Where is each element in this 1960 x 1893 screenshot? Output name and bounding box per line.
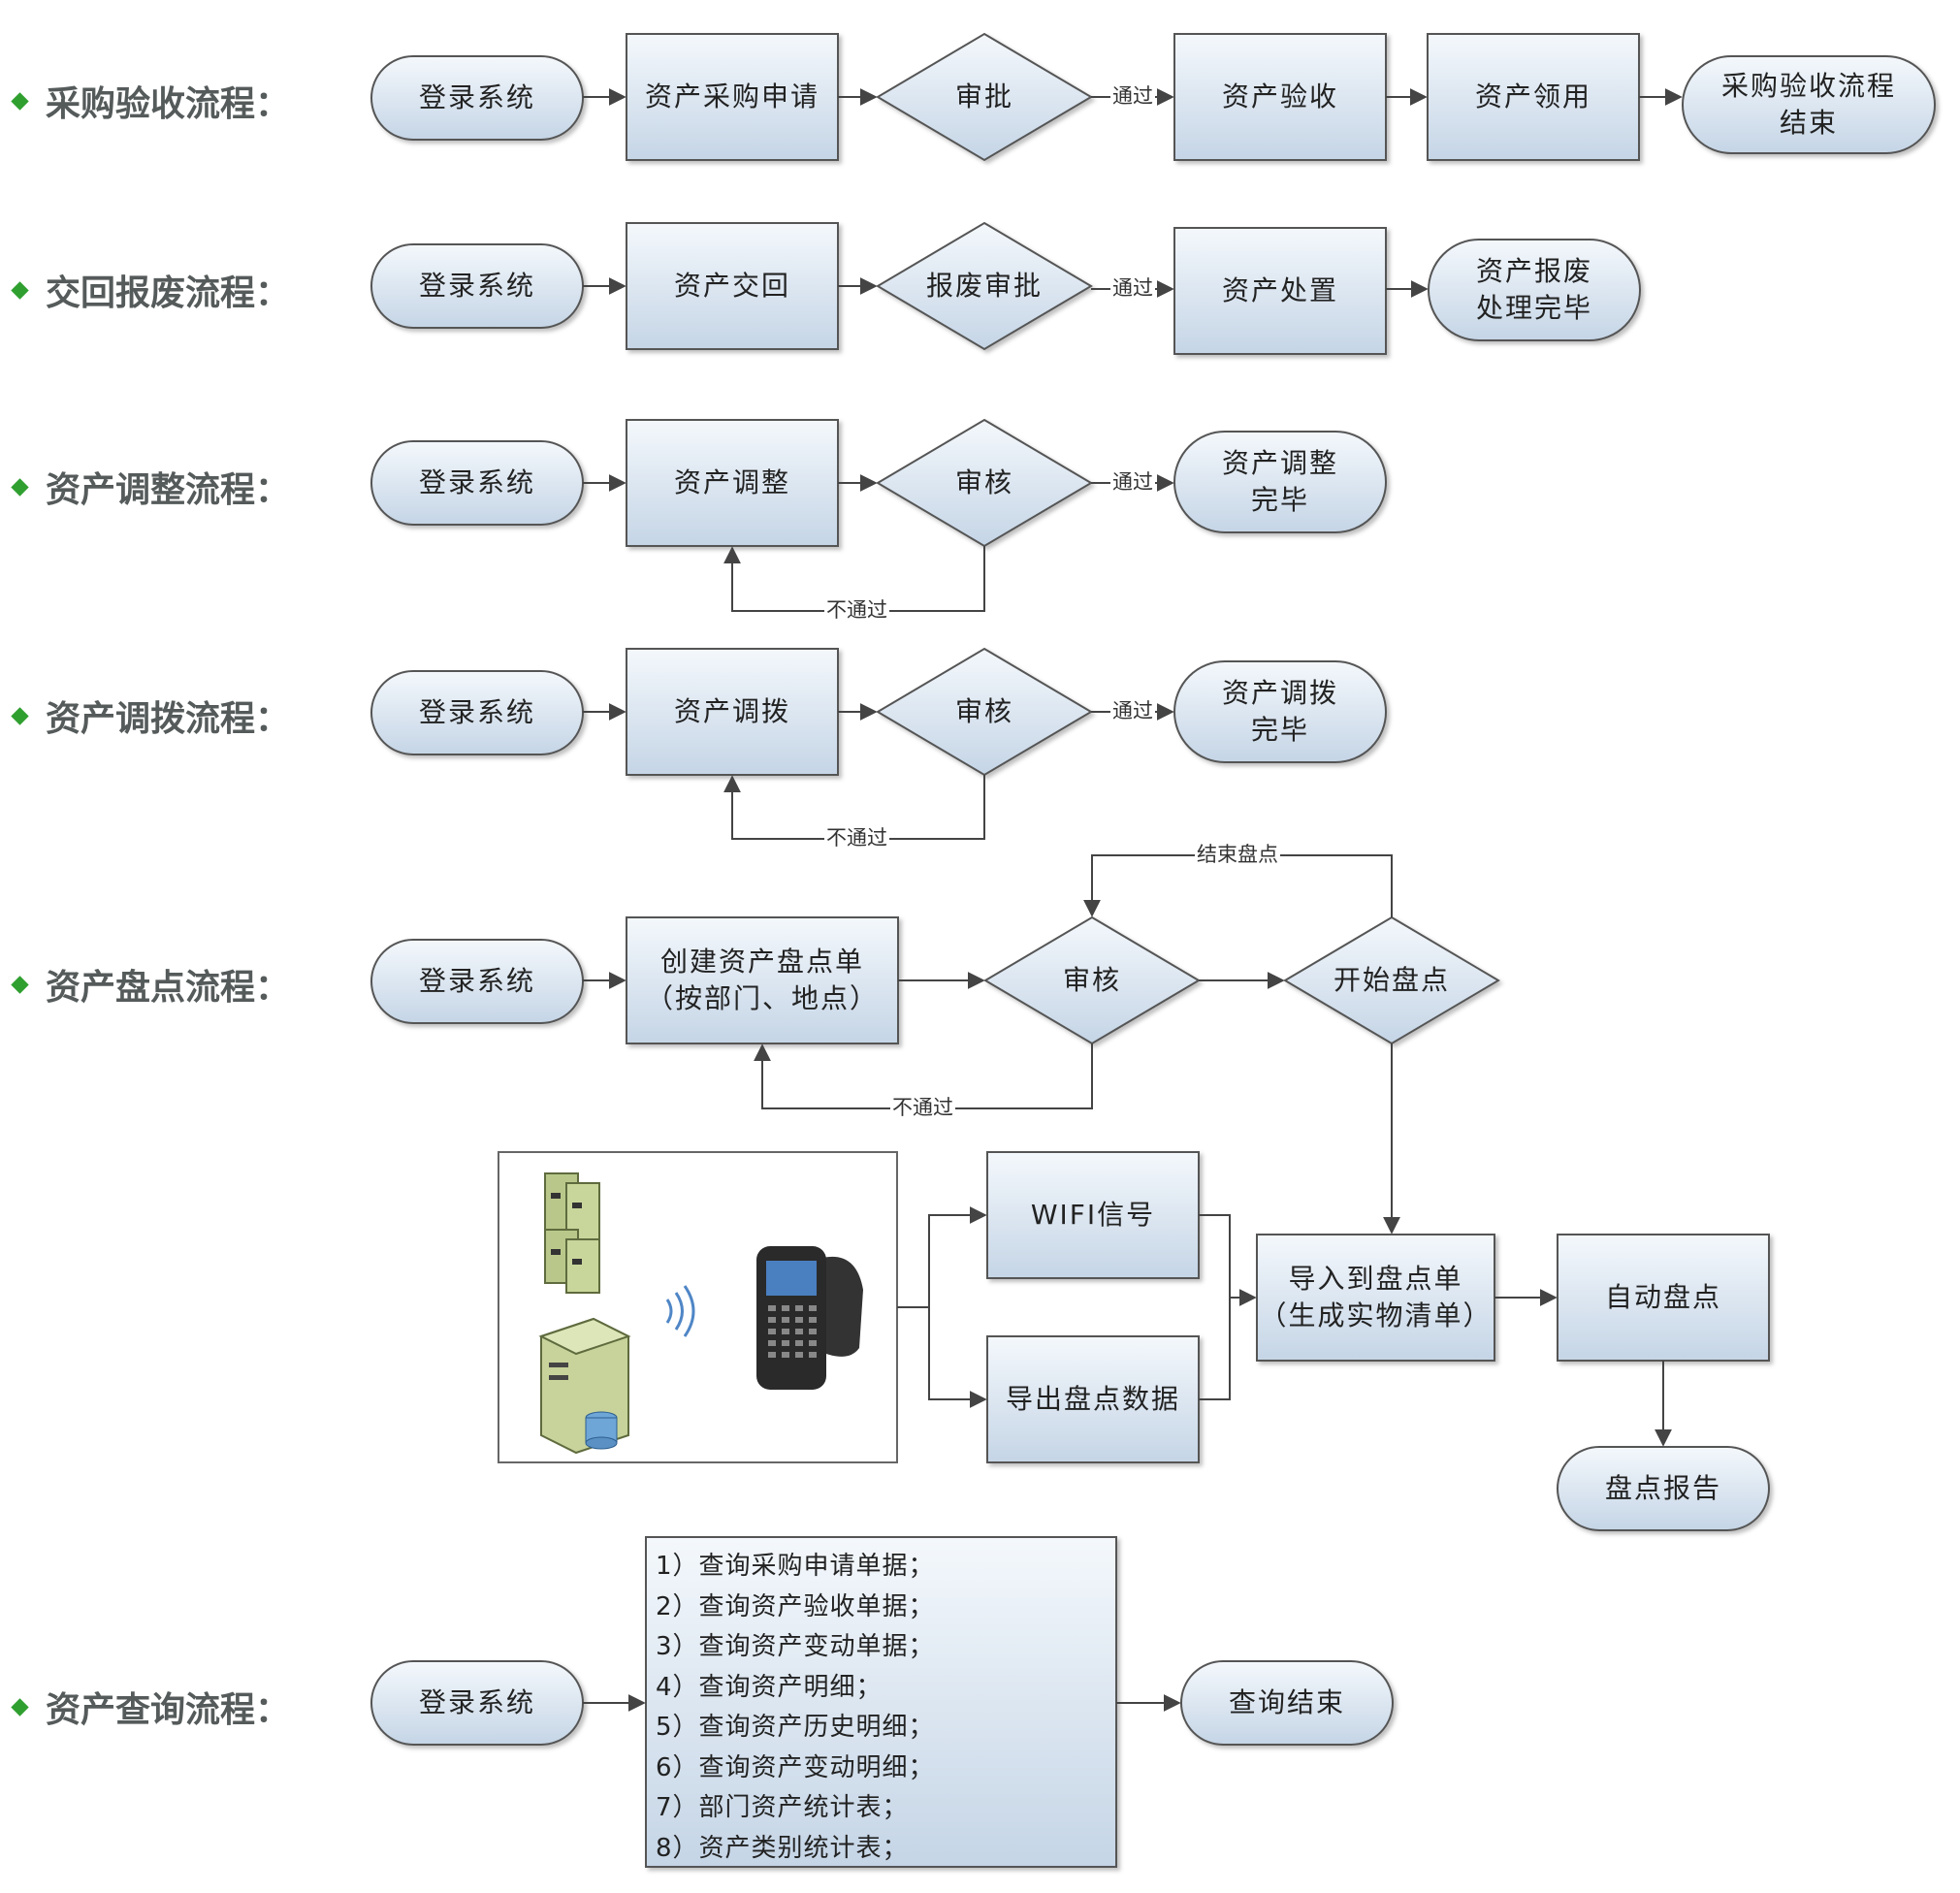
bullet-icon [11,477,29,497]
adjust-end-node [1173,431,1387,533]
bullet-icon [11,91,29,111]
adjust-review-node [876,418,1093,548]
scrap-dispose-node [1173,227,1387,355]
section-title-transfer: 资产调拨流程： [11,690,290,741]
proc-end-node [1682,55,1936,154]
query-list-node [645,1536,1117,1868]
section-title-adjust: 资产调整流程： [11,462,290,512]
transfer-pass-label: 通过 [1110,699,1155,722]
scrap-approve-node [876,221,1093,351]
query-list-item: 6）查询资产变动明细； [656,1752,935,1782]
proc-claim-node [1427,33,1640,161]
section-title-inventory: 资产盘点流程： [11,959,290,1010]
server-rack-icon [544,1172,600,1294]
bullet-icon [11,280,29,300]
transfer-node [626,648,839,776]
query-list-item: 8）资产类别统计表； [656,1833,909,1863]
handheld-scanner-icon [756,1246,863,1390]
bullet-icon [11,975,29,994]
inv-wifi-node [986,1151,1200,1279]
query-login-node [370,1660,584,1746]
scrap-pass-label: 通过 [1110,276,1155,300]
inv-finish-label: 结束盘点 [1195,843,1280,866]
section-title-scrap: 交回报废流程： [11,265,290,315]
bullet-icon [11,706,29,725]
inv-auto-node [1557,1234,1770,1362]
inv-create-node [626,916,899,1044]
wireless-signal-icon [665,1285,695,1337]
scrap-return-node [626,222,839,350]
scrap-end-node [1428,239,1641,341]
scrap-login-node [370,243,584,329]
transfer-end-node [1173,660,1387,763]
adjust-login-node [370,440,584,526]
proc-apply-node [626,33,839,161]
inv-export-node [986,1335,1200,1463]
adjust-fail-label: 不通过 [824,598,889,622]
database-server-icon [538,1317,631,1455]
section-title-query: 资产查询流程： [11,1682,290,1732]
section-title-procurement: 采购验收流程： [11,76,290,126]
proc-pass-label: 通过 [1110,84,1155,108]
inv-review-node [983,915,1201,1045]
query-list: 1）查询采购申请单据； 2）查询资产验收单据； 3）查询资产变动单据； 4）查询… [656,1547,1111,1869]
adjust-pass-label: 通过 [1110,470,1155,494]
query-list-item: 5）查询资产历史明细； [656,1713,935,1742]
inv-import-node [1256,1234,1495,1362]
transfer-fail-label: 不通过 [824,826,889,850]
query-list-item: 7）部门资产统计表； [656,1793,909,1822]
inv-fail-label: 不通过 [890,1096,955,1119]
inv-login-node [370,939,584,1024]
query-list-item: 2）查询资产验收单据； [656,1591,935,1621]
proc-accept-node [1173,33,1387,161]
proc-login-node [370,55,584,141]
adjust-node [626,419,839,547]
bullet-icon [11,1697,29,1717]
inv-start-node [1283,915,1500,1045]
query-list-item: 3）查询资产变动单据； [656,1632,935,1661]
query-list-item: 4）查询资产明细； [656,1672,883,1702]
query-list-item: 1）查询采购申请单据； [656,1552,935,1581]
query-end-node [1180,1660,1394,1746]
inv-report-node [1557,1446,1770,1531]
proc-approve-node [876,32,1093,162]
transfer-review-node [876,647,1093,777]
transfer-login-node [370,670,584,755]
